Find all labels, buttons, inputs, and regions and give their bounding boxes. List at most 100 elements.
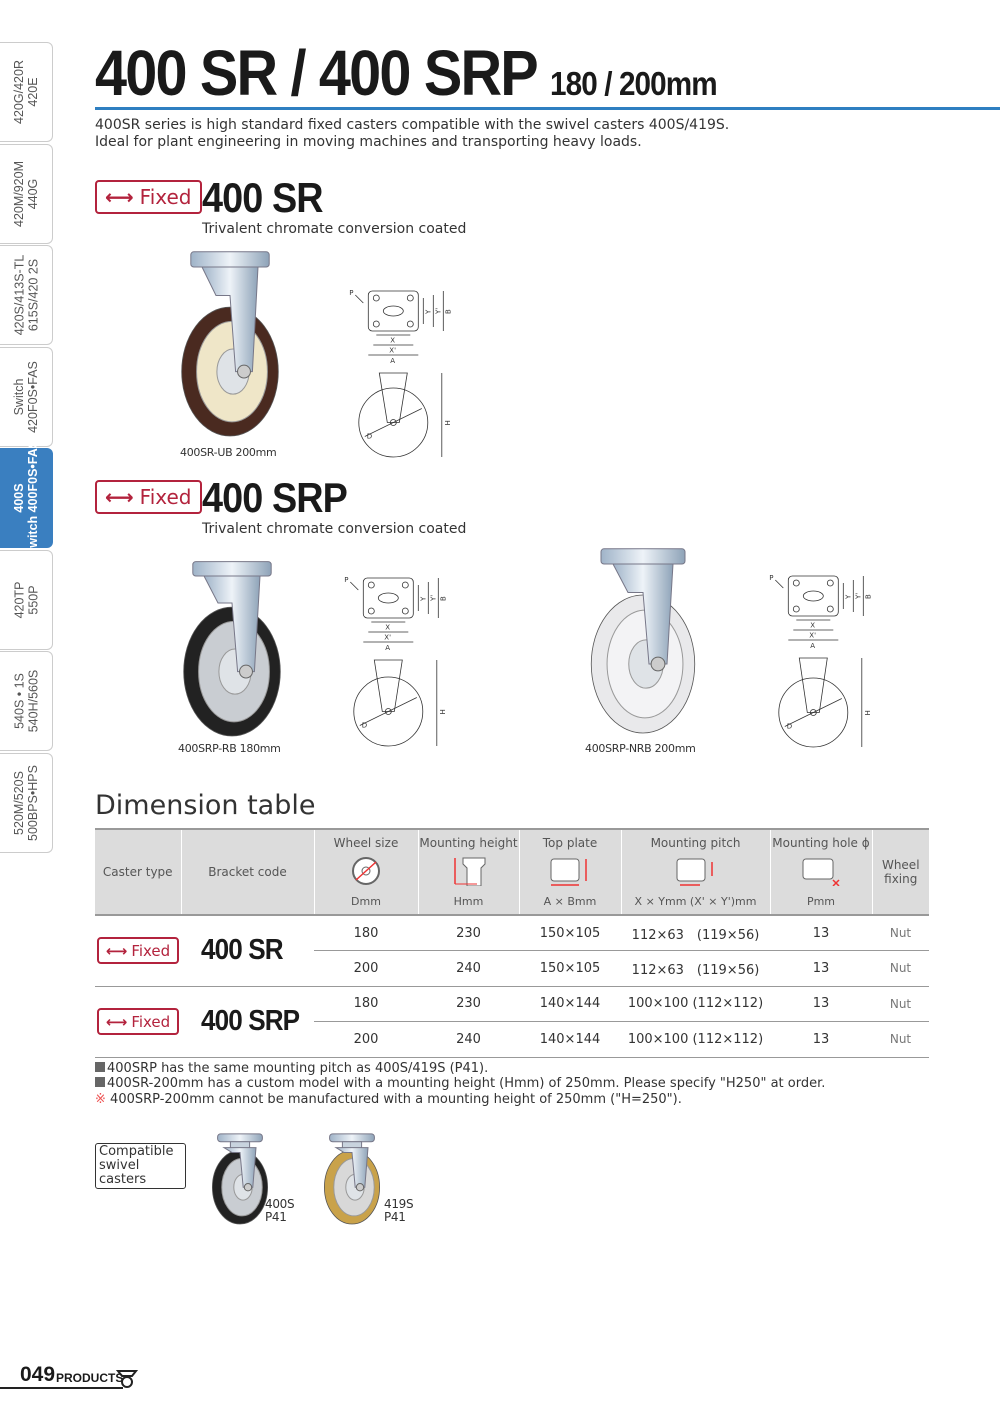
col-bracket-code: Bracket code bbox=[180, 828, 314, 916]
compatible-caster-photo bbox=[211, 1133, 269, 1225]
note: 400SR-200mm has a custom model with a mo… bbox=[95, 1076, 825, 1091]
double-arrow-icon: ⟷ bbox=[105, 1012, 128, 1031]
cell-hole: 13 bbox=[770, 986, 872, 1022]
cell-h: 230 bbox=[418, 986, 519, 1022]
compatible-caster-photo bbox=[323, 1133, 381, 1225]
svg-text:Y': Y' bbox=[429, 595, 437, 602]
svg-text:X': X' bbox=[809, 632, 816, 640]
svg-text:H: H bbox=[439, 709, 447, 714]
footer-label: PRODUCTS bbox=[56, 1371, 124, 1385]
caster-photo bbox=[183, 561, 281, 737]
col-wheel-fixing: Wheel fixing bbox=[871, 828, 929, 916]
double-arrow-icon: ⟷ bbox=[105, 485, 134, 509]
svg-text:P: P bbox=[344, 576, 348, 584]
col-caster-type: Caster type bbox=[95, 828, 181, 916]
bracket-code-cell: 400 SRP bbox=[181, 986, 314, 1058]
cell-pitch: 100×100 (112×112) bbox=[621, 1021, 770, 1058]
cell-plate: 140×144 bbox=[519, 986, 621, 1022]
caster-type-cell: ⟷Fixed bbox=[95, 986, 181, 1058]
mount-height-icon bbox=[453, 857, 485, 887]
svg-text:Y': Y' bbox=[854, 593, 862, 600]
svg-text:B: B bbox=[444, 309, 452, 314]
top-plate-icon bbox=[550, 858, 587, 886]
svg-text:X: X bbox=[385, 624, 390, 632]
cell-h: 230 bbox=[418, 915, 519, 951]
svg-text:Y': Y' bbox=[434, 308, 442, 315]
cell-plate: 140×144 bbox=[519, 1021, 621, 1058]
svg-text:X': X' bbox=[389, 347, 396, 355]
double-arrow-icon: ⟷ bbox=[105, 185, 134, 209]
fixed-badge: ⟷Fixed bbox=[95, 480, 202, 514]
note: 400SRP has the same mounting pitch as 40… bbox=[95, 1061, 825, 1076]
cell-hole: 13 bbox=[770, 915, 872, 951]
caster-type-cell: ⟷Fixed bbox=[95, 915, 181, 987]
svg-text:A: A bbox=[390, 357, 395, 365]
wheel-size-icon bbox=[352, 857, 380, 885]
svg-text:D: D bbox=[787, 723, 792, 731]
page-number: 049 bbox=[20, 1363, 56, 1386]
svg-text:B: B bbox=[439, 596, 447, 601]
page-title: 400 SR / 400 SRP 180 / 200mm bbox=[95, 37, 718, 109]
svg-text:H: H bbox=[864, 710, 872, 715]
brand-logo-icon bbox=[116, 1370, 138, 1388]
cell-d: 200 bbox=[314, 1021, 418, 1058]
caster-photo bbox=[181, 251, 279, 437]
bracket-code-cell: 400 SR bbox=[181, 915, 314, 987]
cell-fixing: Nut bbox=[872, 1021, 929, 1058]
svg-text:P: P bbox=[349, 289, 353, 297]
cell-d: 180 bbox=[314, 986, 418, 1022]
svg-text:Y: Y bbox=[419, 596, 427, 602]
cell-h: 240 bbox=[418, 1021, 519, 1058]
coating: Trivalent chromate conversion coated bbox=[202, 221, 467, 237]
cell-pitch: 112×63 (119×56) bbox=[621, 950, 770, 987]
svg-text:A: A bbox=[385, 644, 390, 652]
caster-photo bbox=[590, 548, 696, 734]
model-name: 400 SR bbox=[202, 174, 324, 221]
svg-text:D: D bbox=[367, 433, 372, 441]
mount-pitch-icon bbox=[676, 858, 713, 886]
cell-d: 180 bbox=[314, 915, 418, 951]
double-arrow-icon: ⟷ bbox=[105, 941, 128, 960]
note: ※ 400SRP-200mm cannot be manufactured wi… bbox=[95, 1091, 682, 1107]
svg-text:Y: Y bbox=[844, 594, 852, 600]
title-rule bbox=[95, 107, 1000, 110]
photo-caption: 400SR-UB 200mm bbox=[180, 446, 277, 459]
photo-caption: 400SRP-NRB 200mm bbox=[585, 742, 696, 755]
svg-text:X: X bbox=[390, 337, 395, 345]
svg-text:H: H bbox=[444, 420, 452, 425]
dimension-table-title: Dimension table bbox=[95, 790, 316, 821]
svg-text:X: X bbox=[810, 622, 815, 630]
svg-text:P: P bbox=[769, 574, 773, 582]
svg-text:D: D bbox=[362, 722, 367, 730]
coating: Trivalent chromate conversion coated bbox=[202, 521, 467, 537]
svg-text:B: B bbox=[864, 594, 872, 599]
photo-caption: 400SRP-RB 180mm bbox=[178, 742, 281, 755]
